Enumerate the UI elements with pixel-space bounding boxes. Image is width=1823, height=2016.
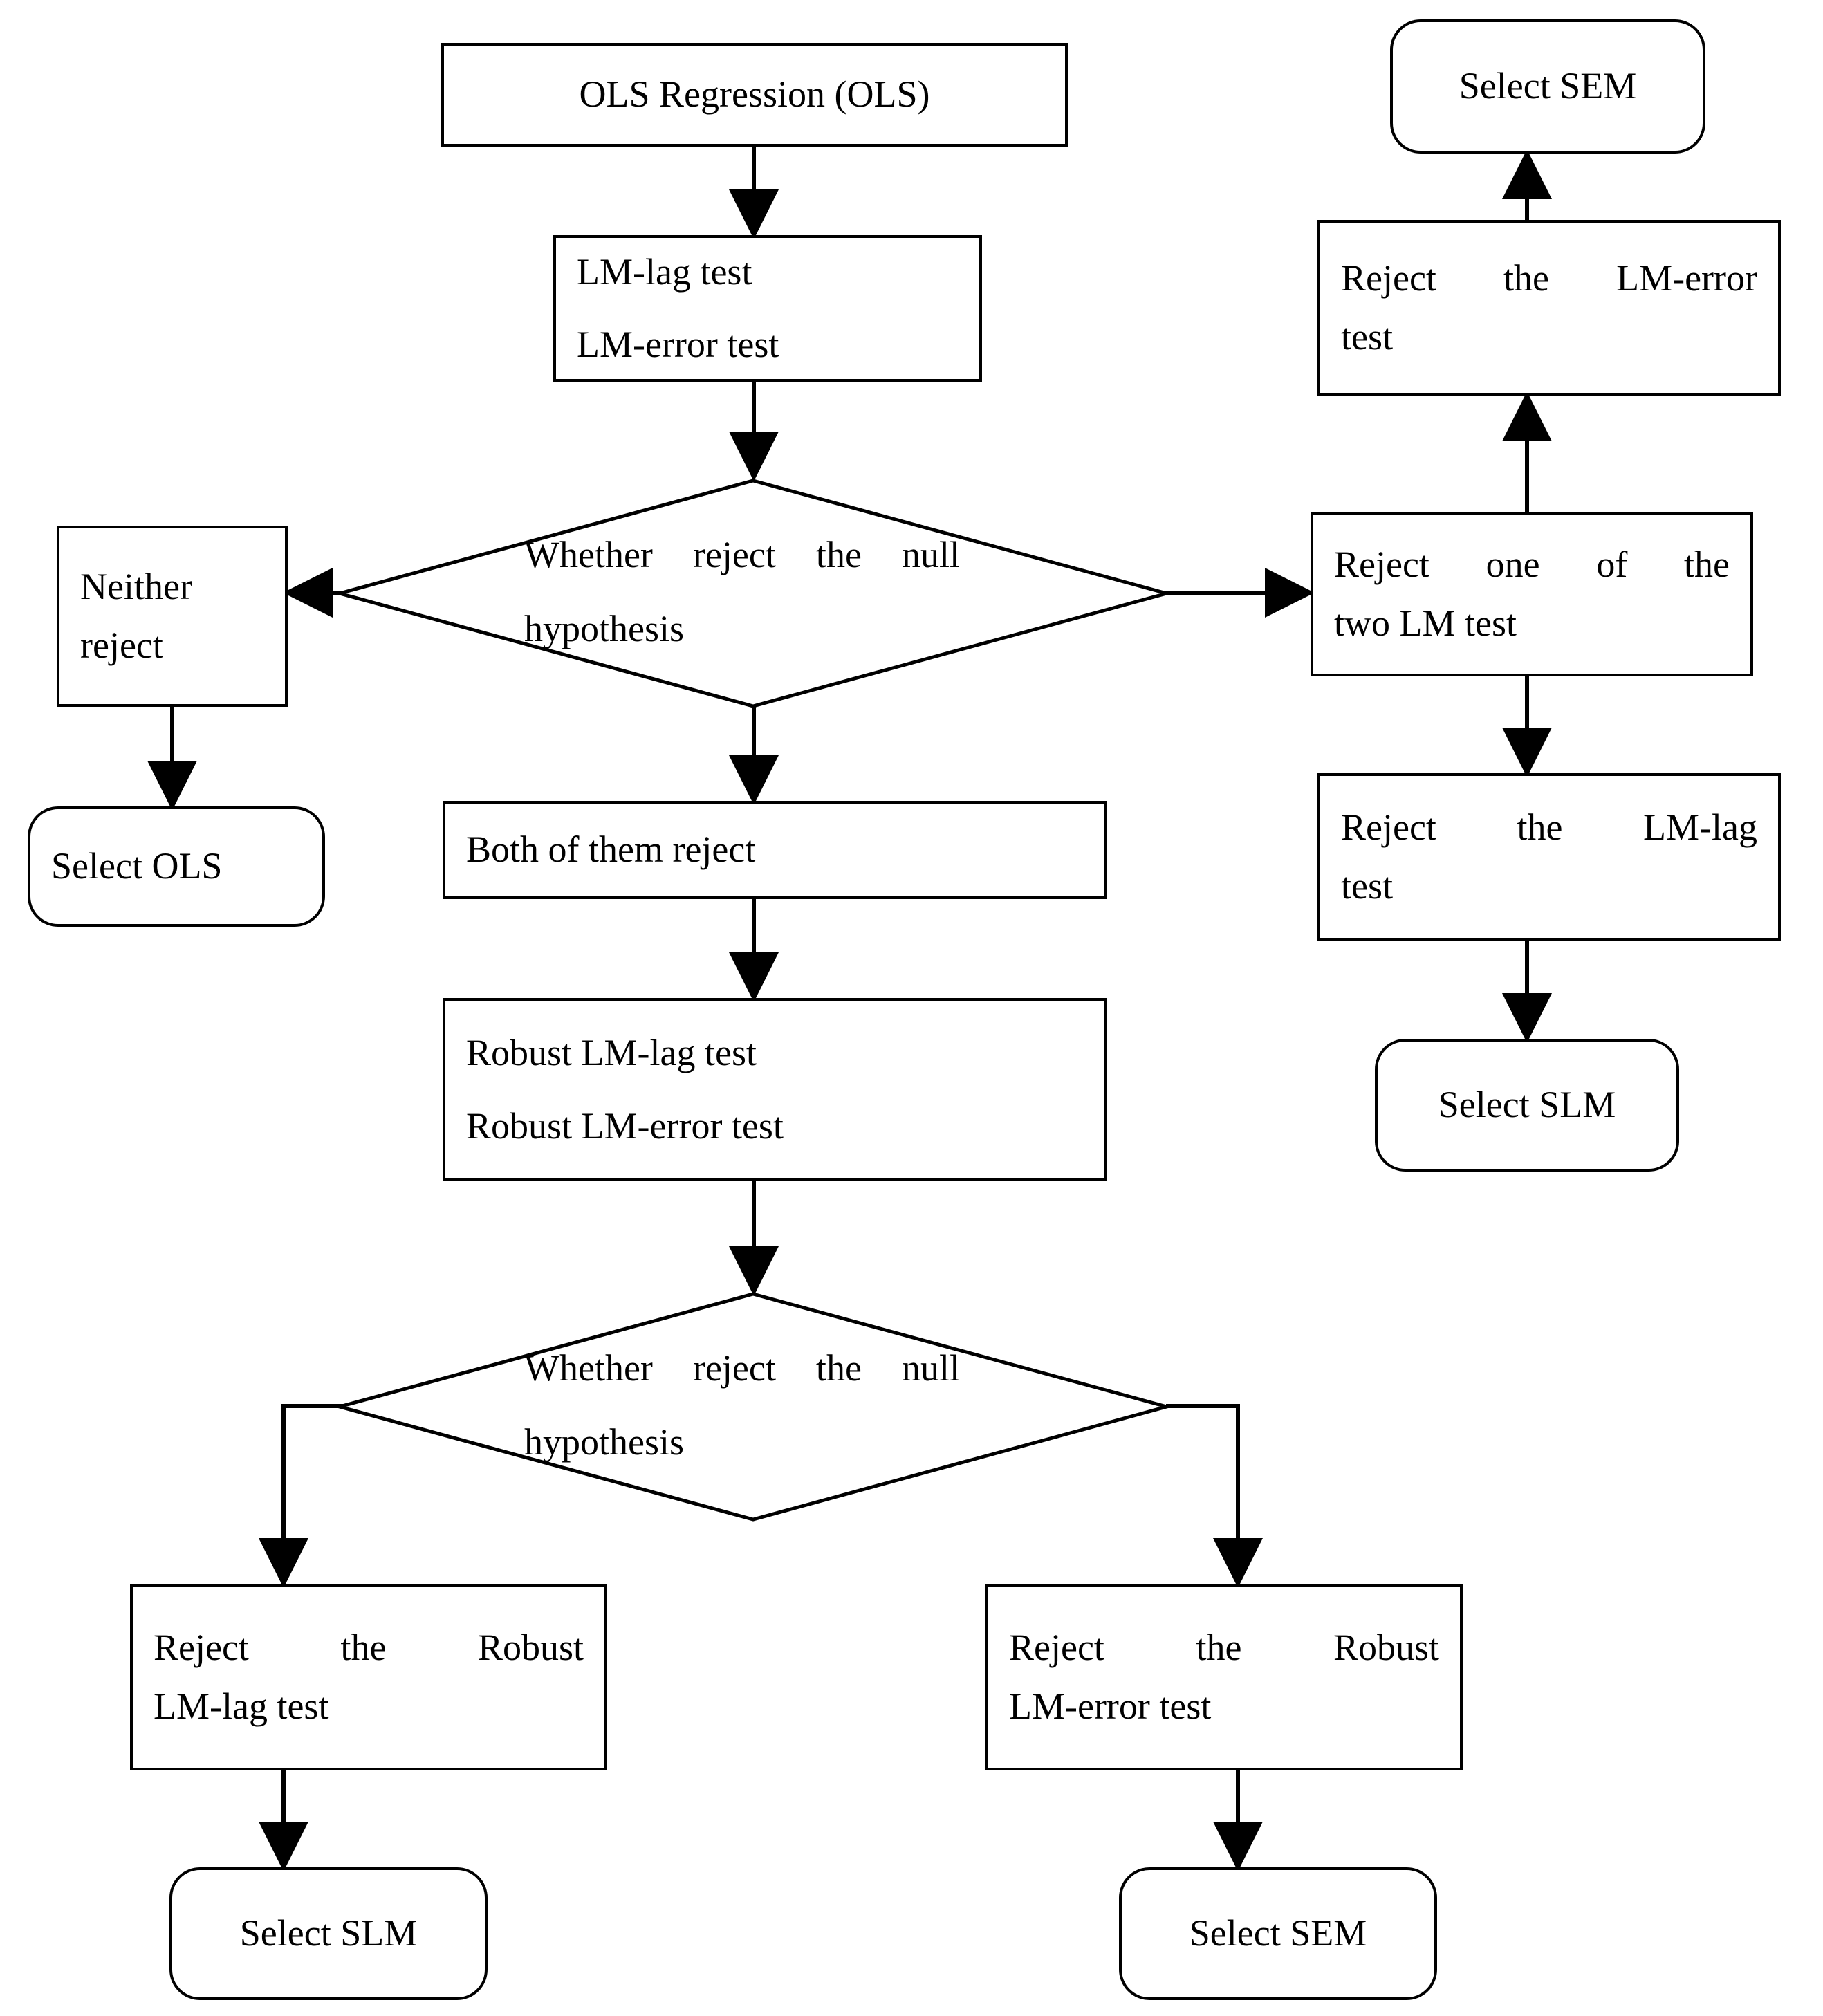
node-reject-one-lm[interactable]: Reject one of the two LM test xyxy=(1311,512,1753,676)
node-reject-robust-lm-lag[interactable]: Reject the Robust LM-lag test xyxy=(130,1584,607,1770)
node-reject-robust-lm-error[interactable]: Reject the Robust LM-error test xyxy=(985,1584,1463,1770)
decision-1-line1: Whether reject the null xyxy=(524,534,960,575)
node-select-slm-bottom-label: Select SLM xyxy=(239,1912,418,1954)
node-ols-regression-label: OLS Regression (OLS) xyxy=(579,73,930,115)
node-neither-reject-line1: Neither xyxy=(80,565,192,607)
decision-2-line1: Whether reject the null xyxy=(524,1347,960,1389)
node-reject-lm-error-line2: test xyxy=(1341,316,1393,358)
node-neither-reject-line2: reject xyxy=(80,625,163,666)
node-reject-lm-lag-line2: test xyxy=(1341,865,1393,907)
node-reject-lm-error[interactable]: Reject the LM-error test xyxy=(1317,220,1781,396)
node-reject-one-lm-line1: Reject one of the xyxy=(1334,543,1730,585)
node-robust-tests-line1: Robust LM-lag test xyxy=(466,1032,757,1073)
node-decision-2[interactable]: Whether reject the null hypothesis xyxy=(337,1292,1169,1522)
node-select-ols-label: Select OLS xyxy=(51,845,223,887)
node-robust-tests-line2: Robust LM-error test xyxy=(466,1104,784,1147)
node-reject-lm-lag[interactable]: Reject the LM-lag test xyxy=(1317,773,1781,941)
node-select-sem-bottom-label: Select SEM xyxy=(1189,1912,1367,1954)
node-reject-lm-error-line1: Reject the LM-error xyxy=(1341,257,1757,299)
node-select-slm-bottom[interactable]: Select SLM xyxy=(169,1867,488,2000)
node-reject-robust-lm-lag-line1: Reject the Robust xyxy=(154,1626,584,1668)
node-both-reject-label: Both of them reject xyxy=(466,829,756,871)
node-select-sem-top-label: Select SEM xyxy=(1459,65,1637,107)
node-reject-robust-lm-error-line2: LM-error test xyxy=(1009,1685,1212,1727)
node-select-ols[interactable]: Select OLS xyxy=(28,806,325,927)
node-robust-tests[interactable]: Robust LM-lag test Robust LM-error test xyxy=(443,998,1107,1181)
decision-1-line2: hypothesis xyxy=(524,607,685,649)
node-lm-tests-line2: LM-error test xyxy=(577,324,779,365)
node-reject-robust-lm-lag-line2: LM-lag test xyxy=(154,1685,329,1727)
node-reject-one-lm-line2: two LM test xyxy=(1334,602,1517,644)
node-ols-regression[interactable]: OLS Regression (OLS) xyxy=(441,43,1068,147)
node-select-slm-right[interactable]: Select SLM xyxy=(1375,1039,1679,1172)
node-both-reject[interactable]: Both of them reject xyxy=(443,801,1107,899)
node-lm-tests-line1: LM-lag test xyxy=(577,250,752,293)
node-reject-lm-lag-line1: Reject the LM-lag xyxy=(1341,806,1757,848)
node-lm-tests[interactable]: LM-lag test LM-error test xyxy=(553,235,982,382)
decision-2-shape xyxy=(337,1292,1169,1522)
decision-1-text: Whether reject the null hypothesis xyxy=(524,533,960,651)
node-neither-reject[interactable]: Neither reject xyxy=(57,526,288,707)
node-select-slm-right-label: Select SLM xyxy=(1438,1084,1616,1126)
node-select-sem-top[interactable]: Select SEM xyxy=(1390,19,1705,154)
node-decision-1[interactable]: Whether reject the null hypothesis xyxy=(337,479,1169,708)
edge-decision2-to-robustlmerror xyxy=(1166,1404,1263,1588)
edge-decision2-to-robustlmlag xyxy=(259,1404,344,1588)
node-reject-robust-lm-error-line1: Reject the Robust xyxy=(1009,1626,1439,1668)
decision-2-text: Whether reject the null hypothesis xyxy=(524,1346,960,1465)
decision-2-line2: hypothesis xyxy=(524,1421,685,1463)
node-select-sem-bottom[interactable]: Select SEM xyxy=(1119,1867,1437,2000)
decision-1-shape xyxy=(337,479,1169,708)
